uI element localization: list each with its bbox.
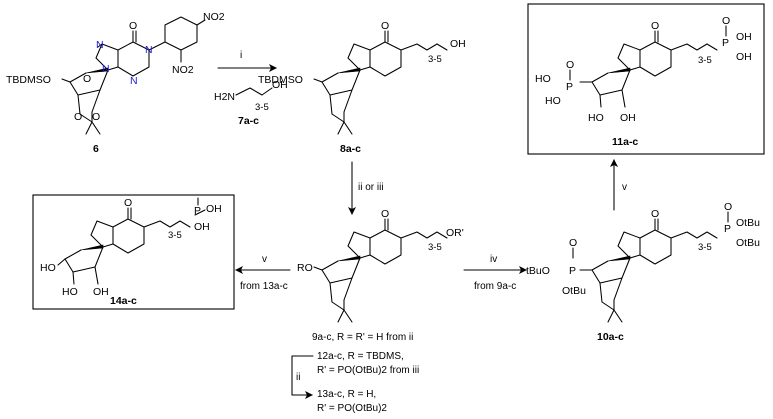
otbu-label-10b: OtBu: [562, 285, 586, 297]
o-atom-6a: O: [129, 20, 137, 32]
ho-label-11a: HO: [535, 73, 551, 85]
chain-label-7: 3-5: [255, 102, 269, 113]
o-atom-11a: O: [566, 59, 574, 71]
reagent-step-v-left: v: [262, 254, 267, 265]
n-atom-6c: N: [145, 44, 153, 56]
compound-14-structure: [57, 197, 206, 285]
oh-label-11b: HO: [545, 95, 561, 107]
o-atom-10c: O: [651, 208, 659, 220]
reagent-step-ii-iii: ii or iii: [358, 182, 384, 193]
p-atom-11b: P: [722, 37, 729, 49]
reagent-step-ii-bottom: ii: [296, 372, 300, 383]
oh-label-14e: OH: [194, 221, 210, 233]
product-box-14: [32, 194, 235, 310]
ho-label-14a: HO: [40, 262, 56, 274]
compound-6-structure: [61, 16, 206, 135]
o-atom-10a: O: [569, 237, 577, 249]
compound-label-14: 14a-c: [110, 295, 137, 307]
o-atom-14: O: [124, 197, 132, 209]
oh-label-8: OH: [450, 38, 466, 50]
product-box-11: [527, 3, 765, 155]
otbu-label-10d: OtBu: [736, 237, 760, 249]
chain-label-11: 3-5: [698, 55, 712, 66]
compound-10-structure: [572, 211, 729, 323]
o-atom-6d: O: [92, 111, 100, 123]
compound-label-10: 10a-c: [597, 331, 624, 343]
p-atom-10a: P: [569, 265, 576, 277]
compound-label-7: 7a-c: [238, 115, 259, 127]
tbdms-label-6: TBDMSO: [6, 74, 51, 86]
no2-label-6a: NO2: [203, 11, 225, 23]
compound-label-8: 8a-c: [340, 143, 361, 155]
note-9: 9a-c, R = R' = H from ii: [312, 332, 413, 343]
ro-label-9: RO: [297, 262, 313, 274]
p-atom-14: P: [194, 205, 201, 217]
compound-11-structure: [569, 25, 727, 108]
oh-label-14c: OH: [93, 286, 109, 298]
o-atom-11c: O: [651, 20, 659, 32]
reagent-step-v-top: v: [622, 182, 627, 193]
compound-7-structure: [235, 87, 273, 96]
n-atom-6b: N: [102, 63, 110, 75]
arrow-step-ii-bottom: [291, 355, 314, 399]
p-atom-11a: P: [566, 81, 573, 93]
no2-label-6b: NO2: [172, 64, 194, 76]
oh-label-14d: OH: [206, 203, 222, 215]
reagent-from-13: from 13a-c: [240, 281, 288, 292]
o-atom-9: O: [381, 208, 389, 220]
chain-label-8: 3-5: [428, 54, 442, 65]
ho-label-11c: HO: [588, 112, 604, 124]
n-atom-6a: N: [96, 39, 104, 51]
n-atom-6d: N: [130, 75, 138, 87]
o-atom-6c: O: [74, 111, 82, 123]
reagent-step-i: i: [240, 50, 242, 61]
note-13b: R' = PO(OtBu)2: [317, 403, 387, 414]
h2n-label-7: H2N: [214, 91, 235, 103]
chain-label-14: 3-5: [168, 230, 182, 241]
orp-label-9: OR': [446, 227, 464, 239]
oh-label-11d: OH: [620, 112, 636, 124]
note-12b: R' = PO(OtBu)2 from iii: [317, 365, 419, 376]
reagent-from-9: from 9a-c: [474, 281, 516, 292]
compound-9-structure: [313, 218, 448, 323]
chain-label-9: 3-5: [428, 242, 442, 253]
p-atom-10b: P: [724, 223, 731, 235]
reagent-step-iv: iv: [490, 254, 497, 265]
o-atom-10b: O: [724, 201, 732, 213]
tbuo-label-10a: tBuO: [526, 265, 550, 277]
oh-label-11f: OH: [736, 51, 752, 63]
oh-label-7: OH: [272, 79, 288, 91]
o-atom-8: O: [381, 20, 389, 32]
o-atom-6b: O: [83, 73, 91, 85]
note-12a: 12a-c, R = TBDMS,: [317, 351, 404, 362]
oh-label-11e: OH: [736, 31, 752, 43]
o-atom-11b: O: [722, 15, 730, 27]
otbu-label-10c: OtBu: [736, 217, 760, 229]
ho-label-14b: HO: [62, 286, 78, 298]
compound-8-structure: [313, 30, 448, 135]
compound-label-11: 11a-c: [612, 136, 638, 148]
chain-label-10: 3-5: [698, 242, 712, 253]
compound-label-6: 6: [93, 143, 99, 155]
note-13a: 13a-c, R = H,: [317, 389, 376, 400]
tbdms-label-8: TBDMSO: [258, 74, 303, 86]
